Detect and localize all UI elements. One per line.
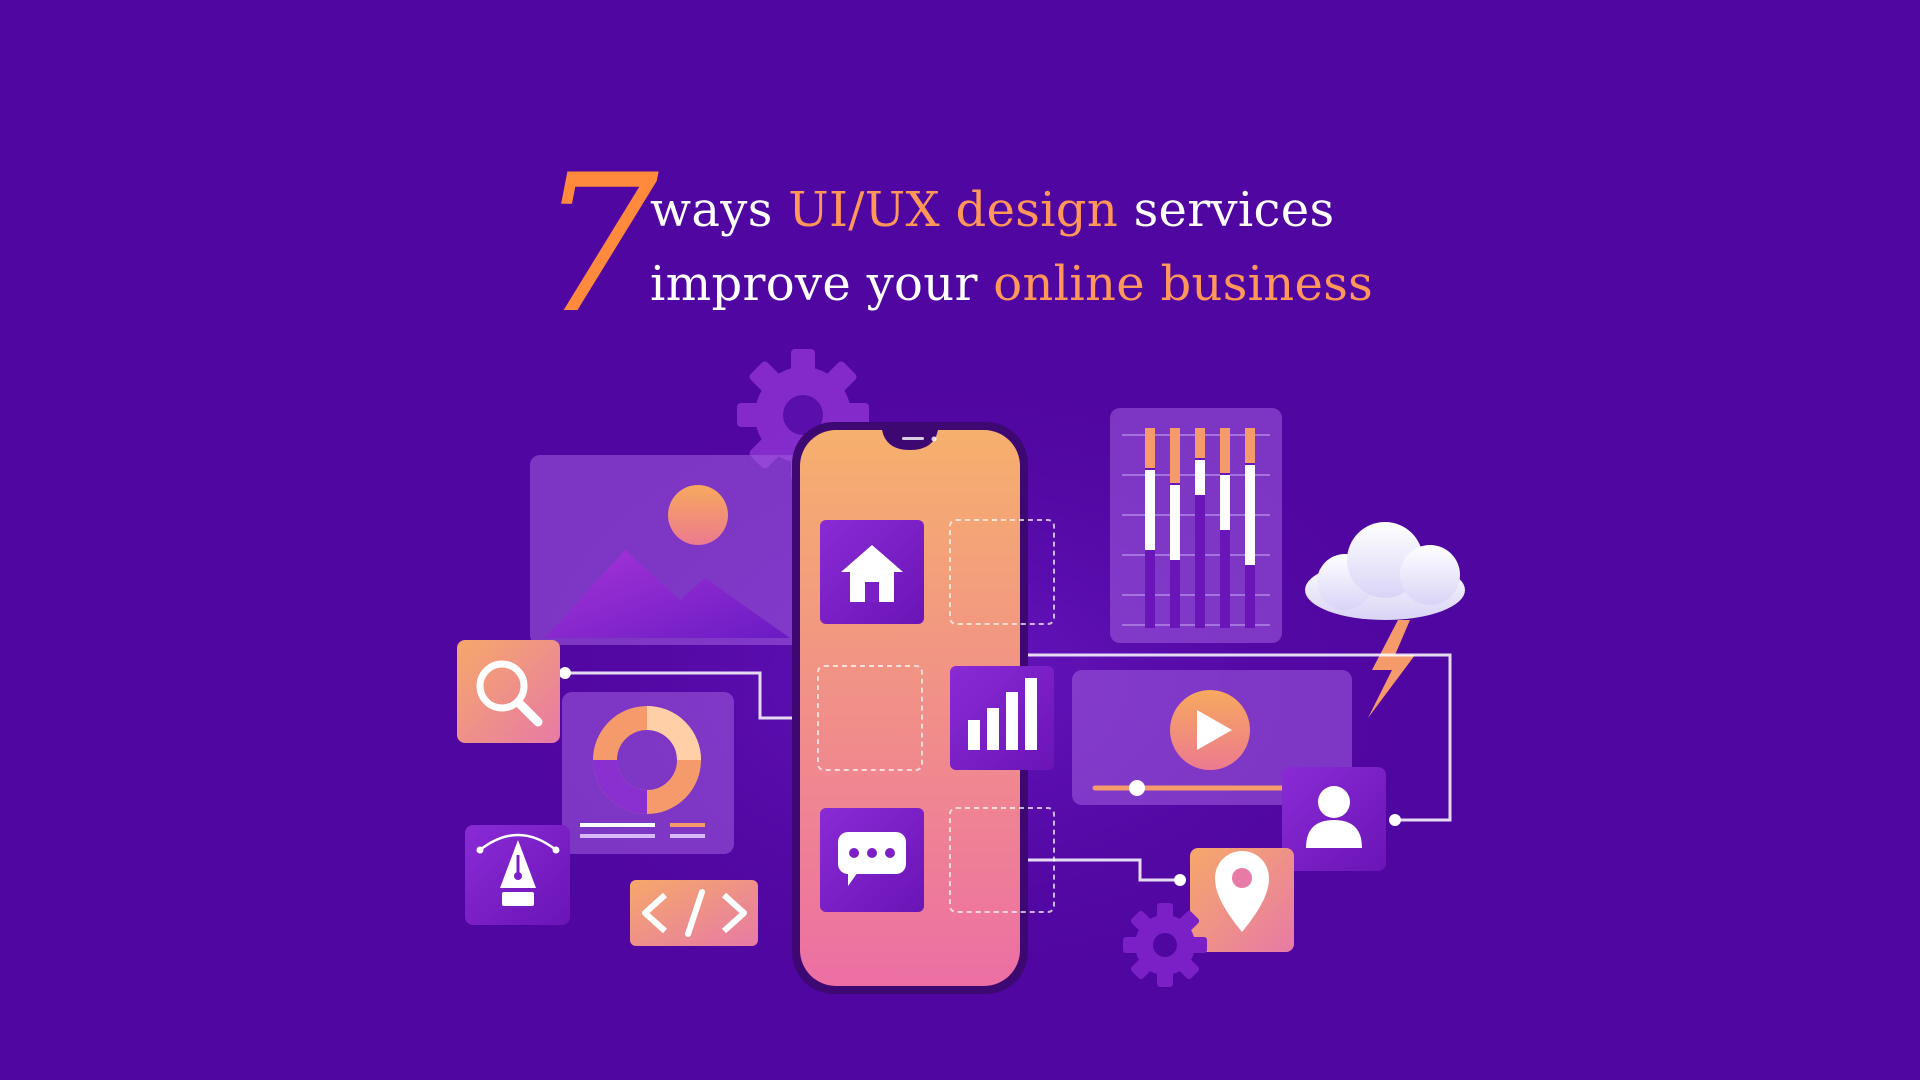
user-icon bbox=[1282, 767, 1386, 871]
cloud-icon bbox=[1305, 522, 1465, 620]
bar-graph-panel-icon bbox=[1110, 408, 1282, 643]
headline: 7 ways UI/UX design services improve you… bbox=[0, 0, 1920, 340]
headline-line-1-highlight: UI/UX design bbox=[788, 182, 1119, 238]
smartphone-icon bbox=[792, 422, 1055, 994]
search-icon bbox=[457, 640, 560, 743]
headline-line-1-part-2: services bbox=[1118, 182, 1335, 238]
code-icon bbox=[630, 880, 758, 946]
image-landscape-icon bbox=[530, 455, 820, 645]
chat-bubble-icon bbox=[820, 808, 924, 912]
video-panel bbox=[1072, 670, 1352, 805]
bar-chart-icon bbox=[950, 666, 1054, 770]
play-button-icon bbox=[1170, 690, 1250, 770]
donut-chart-icon bbox=[562, 692, 734, 854]
lightning-icon bbox=[1368, 620, 1415, 718]
ui-ux-illustration bbox=[440, 340, 1480, 1020]
gear-icon bbox=[1123, 903, 1207, 987]
home-icon bbox=[820, 520, 924, 624]
headline-line-2: improve your online business bbox=[650, 260, 1373, 308]
headline-line-1-part-1: ways bbox=[650, 182, 789, 238]
headline-line-2-highlight: online business bbox=[993, 256, 1374, 312]
pen-tool-icon bbox=[465, 825, 570, 925]
headline-line-1: ways UI/UX design services bbox=[650, 186, 1334, 234]
headline-number: 7 bbox=[538, 134, 659, 355]
headline-line-2-part-1: improve your bbox=[650, 256, 994, 312]
location-pin-icon bbox=[1190, 848, 1294, 952]
